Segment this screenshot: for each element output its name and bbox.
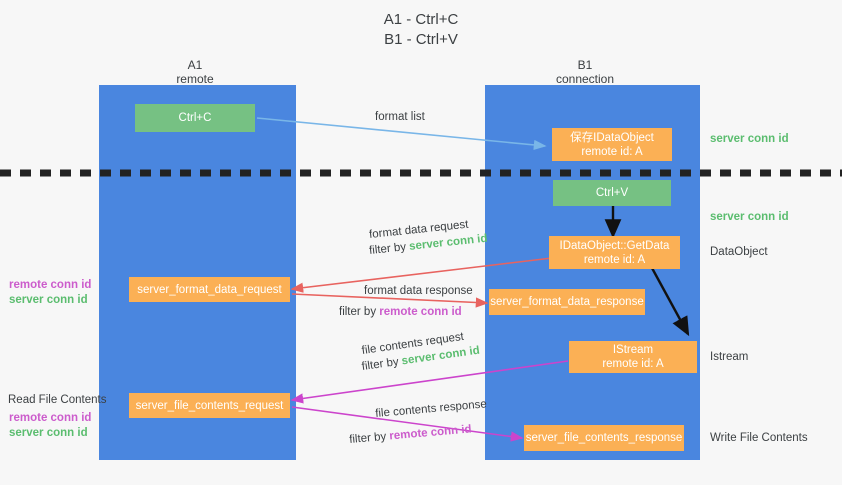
- label-file-contents-request-filter-prefix: filter by: [361, 355, 403, 374]
- annotation-dataobject: DataObject: [710, 246, 768, 258]
- label-format-data-response-filter-value: remote conn id: [379, 306, 462, 318]
- annotation-istream: Istream: [710, 351, 749, 363]
- annotation-conn-ids-low: remote conn id server conn id: [9, 411, 91, 441]
- label-format-data-response-filter-prefix: filter by: [339, 306, 380, 318]
- annotation-read-file-contents: Read File Contents: [8, 394, 107, 406]
- annotation-server-conn-id-mid-text: server conn id: [710, 211, 789, 223]
- title-line-2: B1 - Ctrl+V: [384, 31, 458, 48]
- box-idataobject-getdata-line1: IDataObject::GetData: [559, 239, 670, 252]
- box-ctrl-v[interactable]: Ctrl+V: [553, 180, 671, 206]
- label-format-data-response: format data response: [364, 285, 473, 297]
- box-ctrl-c[interactable]: Ctrl+C: [135, 104, 255, 132]
- box-istream[interactable]: IStream remote id: A: [569, 341, 697, 373]
- box-server-file-contents-request[interactable]: server_file_contents_request: [129, 393, 290, 418]
- label-format-data-response-filter: filter by remote conn id: [339, 305, 462, 320]
- box-server-file-contents-request-label: server_file_contents_request: [135, 399, 284, 412]
- box-server-format-data-response[interactable]: server_format_data_response: [489, 289, 645, 315]
- diagram-title: A1 - Ctrl+C B1 - Ctrl+V: [0, 10, 842, 50]
- box-save-idataobject-line2: remote id: A: [581, 145, 643, 158]
- annotation-remote-conn-id-low: remote conn id: [9, 412, 92, 424]
- box-istream-line1: IStream: [612, 344, 654, 356]
- box-ctrl-v-label: Ctrl+V: [595, 187, 629, 199]
- annotation-server-conn-id-mid-left: server conn id: [9, 294, 88, 306]
- label-format-list: format list: [375, 111, 425, 123]
- annotation-server-conn-id-mid: server conn id: [710, 210, 789, 225]
- lane-header-a1-sub: remote: [176, 72, 214, 86]
- box-save-idataobject-line1: 保存IDataObject: [570, 131, 654, 144]
- box-idataobject-getdata[interactable]: IDataObject::GetData remote id: A: [549, 236, 680, 269]
- annotation-write-file-contents: Write File Contents: [710, 432, 808, 444]
- lane-header-a1: A1 remote: [95, 58, 295, 86]
- box-ctrl-c-label: Ctrl+C: [178, 112, 212, 124]
- label-file-contents-response-filter-prefix: filter by: [348, 430, 390, 447]
- lane-header-a1-name: A1: [187, 58, 203, 72]
- lane-header-b1-sub: connection: [555, 72, 615, 86]
- annotation-server-conn-id-low: server conn id: [9, 427, 88, 439]
- label-file-contents-response-filter-value: remote conn id: [388, 423, 473, 443]
- label-file-contents-response-filter: filter by remote conn id: [349, 422, 473, 448]
- box-server-format-data-request-label: server_format_data_request: [137, 283, 282, 296]
- annotation-server-conn-id-top: server conn id: [710, 132, 789, 147]
- lane-header-b1-name: B1: [577, 58, 593, 72]
- label-format-data-request-filter-prefix: filter by: [368, 240, 410, 258]
- box-istream-line2: remote id: A: [602, 358, 664, 370]
- title-line-1: A1 - Ctrl+C: [383, 11, 459, 28]
- annotation-remote-conn-id-mid: remote conn id: [9, 279, 92, 291]
- box-save-idataobject[interactable]: 保存IDataObject remote id: A: [552, 128, 672, 161]
- box-idataobject-getdata-line2: remote id: A: [583, 253, 646, 266]
- box-server-file-contents-response[interactable]: server_file_contents_response: [524, 425, 684, 451]
- box-server-format-data-request[interactable]: server_format_data_request: [129, 277, 290, 302]
- annotation-conn-ids-mid: remote conn id server conn id: [9, 278, 91, 308]
- box-server-file-contents-response-label: server_file_contents_response: [525, 432, 683, 444]
- annotation-server-conn-id-top-text: server conn id: [710, 133, 789, 145]
- label-file-contents-response: file contents response: [374, 398, 488, 421]
- lane-header-b1: B1 connection: [485, 58, 685, 86]
- box-server-format-data-response-label: server_format_data_response: [490, 296, 644, 308]
